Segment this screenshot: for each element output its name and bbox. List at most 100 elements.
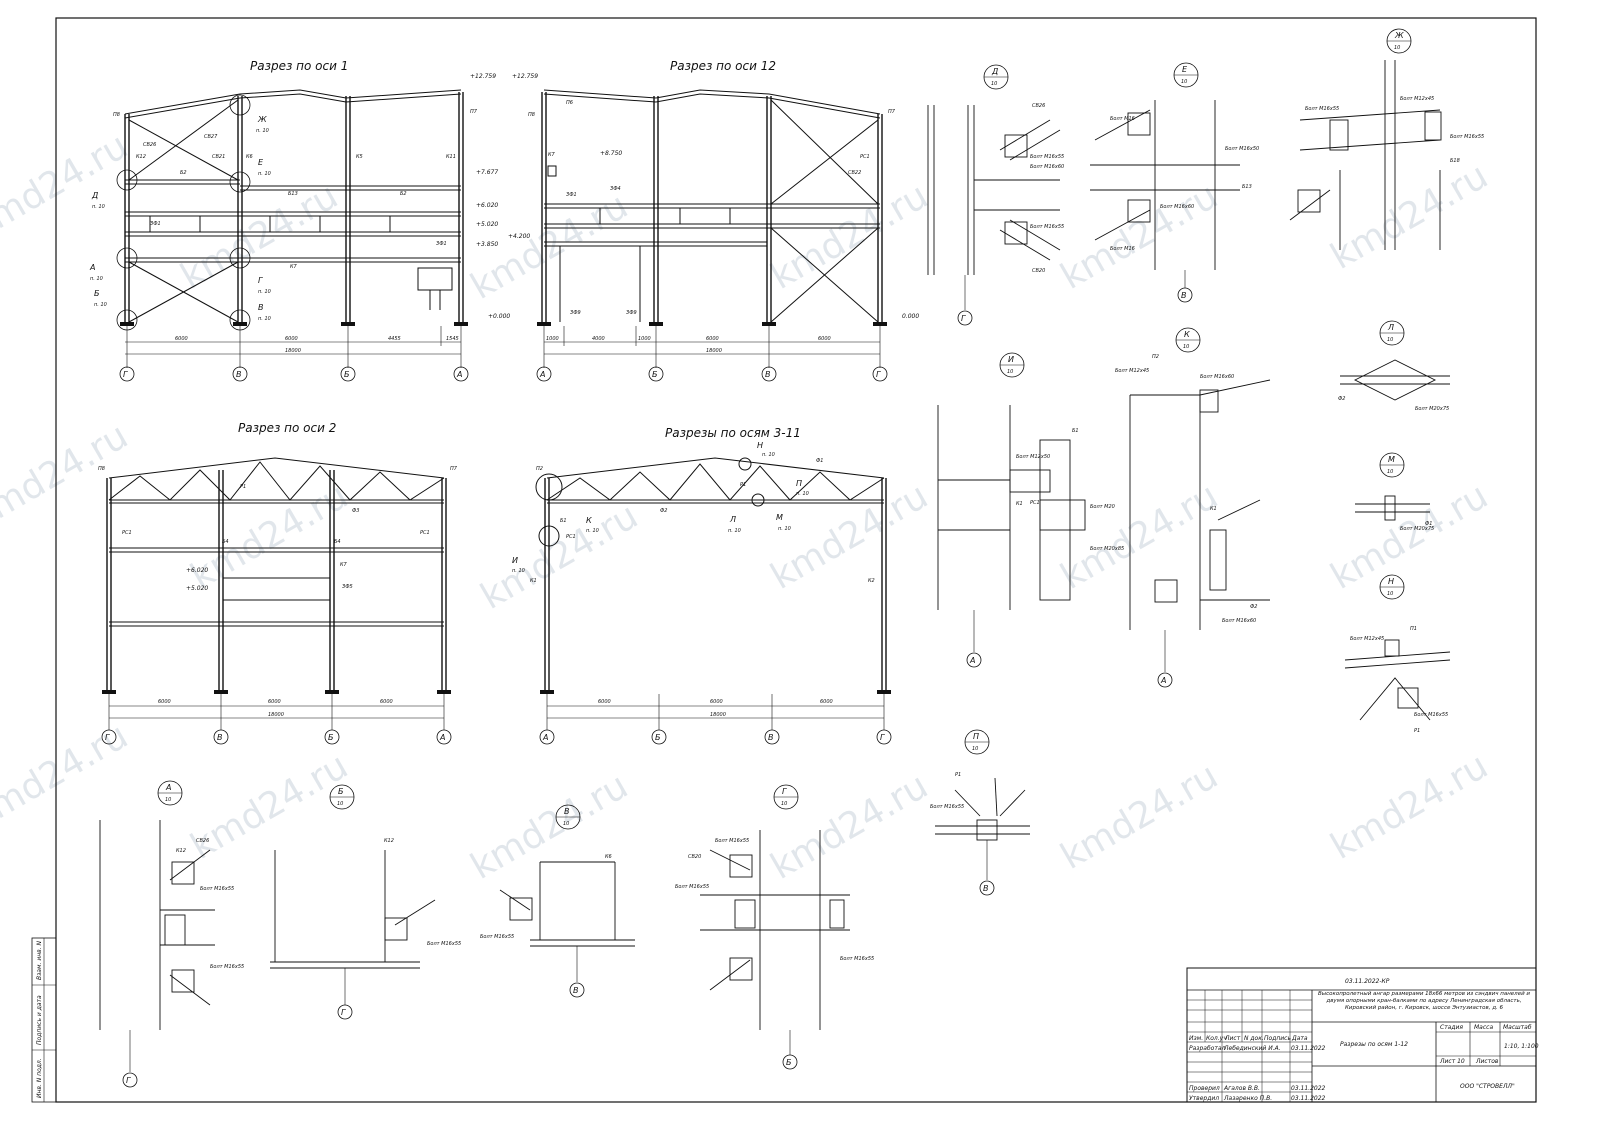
member-label: СВ26	[143, 142, 156, 148]
bolt-label: Болт М16	[1110, 246, 1135, 252]
bolt-label: Болт М20х75	[1415, 406, 1449, 412]
detail-node-a: А 10 Г Болт М16х55 Болт М16х55 СВ26 К12	[99, 780, 244, 1088]
bolt-label: Болт М20	[1090, 504, 1115, 510]
node-ref-l: Л	[729, 515, 736, 524]
node-ref-n: Н	[757, 441, 763, 450]
sheet-title: Разрезы по осям 1-12	[1340, 1041, 1408, 1048]
axis-bubble: А	[456, 370, 462, 379]
member-label: СВ22	[848, 170, 861, 176]
member-label: СВ21	[212, 154, 225, 160]
watermark: kmd24.ru	[474, 495, 645, 617]
member-label: П6	[566, 100, 573, 106]
axis-bubble: Г	[123, 370, 128, 379]
section-title-axis-1: Разрез по оси 1	[250, 59, 348, 73]
dimension: 18000	[268, 712, 284, 718]
member-label: Р1	[240, 484, 246, 490]
stage-header: Стадия	[1440, 1024, 1463, 1031]
detail-node-m: М 10 Болт М20х75 Ф1	[1355, 452, 1434, 532]
watermark: kmd24.ru	[1324, 475, 1495, 597]
member-label: П8	[528, 112, 535, 118]
member-label: ЗФ9	[570, 310, 581, 316]
node-ref-m: М	[776, 513, 783, 522]
axis-bubble: Г	[880, 733, 885, 742]
elevation-mark: +12.759	[512, 73, 538, 80]
bolt-label: Болт М16х55	[840, 956, 874, 962]
watermark: kmd24.ru	[764, 765, 935, 887]
elevation-mark: +12.759	[470, 73, 496, 80]
member-label: Б1	[1072, 428, 1079, 434]
col-podp: Подпись	[1264, 1035, 1291, 1042]
dimension: 4000	[592, 336, 605, 342]
col-ndok: N док.	[1244, 1035, 1264, 1042]
member-label: СВ26	[1032, 103, 1045, 109]
detail-sheet: 10	[563, 821, 569, 827]
axis-bubble: А	[969, 656, 975, 665]
member-label: К6	[605, 854, 612, 860]
watermark: kmd24.ru	[1324, 745, 1495, 867]
member-label: К1	[1016, 501, 1023, 507]
detail-sheet: 10	[165, 797, 171, 803]
member-label: Б13	[288, 191, 298, 197]
node-ref-sheet: п. 10	[728, 528, 741, 534]
section-axes-3-11: Разрезы по осям 3-11 К п. 10 И п. 10 Н п…	[512, 426, 892, 745]
side-stamp-inv: Инв. N подл.	[36, 1058, 43, 1098]
sheets-total: Листов	[1475, 1058, 1499, 1065]
date-developed: 03.11.2022	[1291, 1045, 1326, 1052]
watermark: kmd24.ru	[0, 415, 135, 537]
role-developed: Разработал	[1189, 1045, 1226, 1052]
member-label: П8	[98, 466, 105, 472]
detail-title: М	[1388, 455, 1395, 464]
section-axis-2: Разрез по оси 2	[98, 421, 458, 745]
node-ref-p: П	[796, 479, 802, 488]
detail-sheet: 10	[991, 81, 997, 87]
side-stamp-sign: Подпись и дата	[36, 995, 43, 1045]
bolt-label: Болт М16х55	[1030, 224, 1064, 230]
axis-bubble: Г	[126, 1076, 131, 1085]
detail-title: Л	[1387, 323, 1394, 332]
node-ref-sheet: п. 10	[796, 491, 809, 497]
section-title-axis-2: Разрез по оси 2	[238, 421, 336, 435]
bolt-label: Болт М16х55	[675, 884, 709, 890]
section-title-axis-12: Разрез по оси 12	[670, 59, 776, 73]
detail-node-k: К 10 А Болт М12х45 Болт М16х60 Болт М16х…	[1115, 327, 1271, 688]
scale-value: 1:10, 1:100	[1504, 1043, 1539, 1050]
dimension: 18000	[710, 712, 726, 718]
axis-bubble: Б	[652, 370, 658, 379]
detail-node-v: В 10 В Болт М16х55 К6	[480, 804, 635, 998]
watermark: kmd24.ru	[1054, 475, 1225, 597]
bolt-label: Болт М20х75	[1400, 526, 1434, 532]
detail-node-i: И 10 А Болт М12х50 Болт М20 Болт М20х85 …	[937, 352, 1124, 668]
axis-bubble: А	[539, 370, 545, 379]
member-label: Б2	[400, 191, 407, 197]
member-label: Р1	[1414, 728, 1420, 734]
axis-bubble: Г	[341, 1008, 346, 1017]
bolt-label: Болт М16х55	[715, 838, 749, 844]
node-ref-b: Б	[94, 289, 100, 298]
bolt-label: Болт М16	[1110, 116, 1135, 122]
node-ref-k: К	[586, 516, 592, 525]
date-approved: 03.11.2022	[1291, 1095, 1326, 1102]
detail-node-n: Н 10 Болт М12х45 Болт М16х55 П1 Р1	[1344, 574, 1451, 734]
member-label: П7	[888, 109, 896, 115]
member-label: К2	[868, 578, 875, 584]
member-label: ЗФ1	[150, 221, 161, 227]
dimension: 6000	[818, 336, 831, 342]
member-label: К7	[290, 264, 298, 270]
detail-sheet: 10	[337, 801, 343, 807]
watermark: kmd24.ru	[0, 125, 135, 247]
watermark: kmd24.ru	[184, 475, 355, 597]
member-label: РС1	[566, 534, 576, 540]
dimension: 6000	[598, 699, 611, 705]
detail-title: Е	[1182, 65, 1188, 74]
node-ref-sheet: п. 10	[778, 526, 791, 532]
bolt-label: Болт М16х55	[210, 964, 244, 970]
member-label: Б2	[180, 170, 187, 176]
watermark: kmd24.ru	[1324, 155, 1495, 277]
member-label: Б13	[1242, 184, 1252, 190]
node-ref-e: Е	[258, 158, 264, 167]
member-label: Ф2	[1338, 396, 1346, 402]
dimension: 6000	[710, 699, 723, 705]
sheet-border	[55, 17, 1537, 1103]
detail-sheet: 10	[972, 746, 978, 752]
axis-bubble: В	[573, 986, 579, 995]
